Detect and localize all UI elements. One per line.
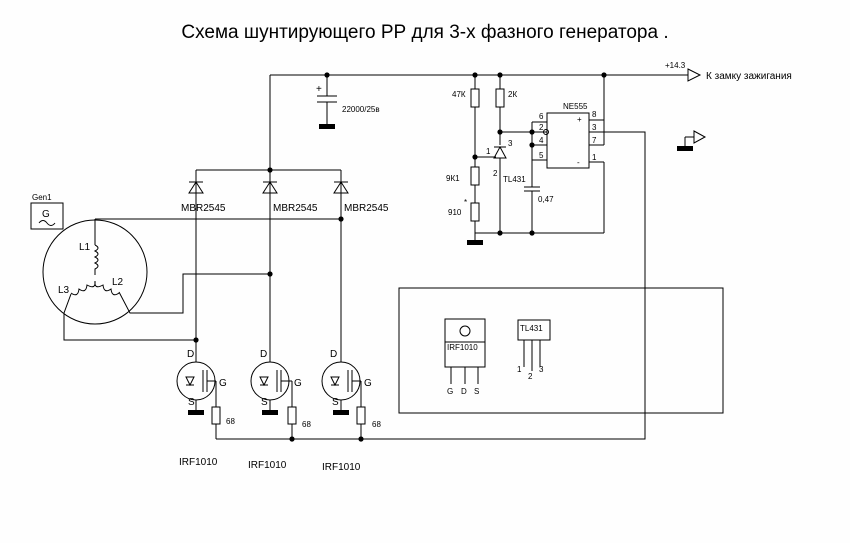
coil-l3-label: L3 — [58, 285, 70, 296]
tl-pin-3: 3 — [539, 365, 544, 374]
diode-1-label: MBR2545 — [181, 203, 226, 214]
ne555-pin7: 7 — [592, 136, 597, 145]
gate-resistor-3-label: 68 — [372, 420, 381, 429]
ne555-pin5: 5 — [539, 151, 544, 160]
mosfet-1-gate-label: G — [219, 378, 227, 389]
ground-connector-symbol — [677, 130, 707, 151]
ne555-label: NE555 — [563, 102, 588, 111]
diagram-title: Схема шунтирующего РР для 3-х фазного ге… — [181, 22, 669, 43]
irf1010-package: IRF1010 G D S — [444, 318, 486, 396]
generator-box-label: Gen1 — [32, 193, 52, 202]
generator-symbol: G — [42, 209, 50, 220]
tl-pin-2: 2 — [528, 372, 533, 381]
mosfet-3-gate-label: G — [364, 378, 372, 389]
tl431-pin1-label: 1 — [486, 147, 491, 156]
ne555-pin6: 6 — [539, 112, 544, 121]
ne555-ic: NE555 + - 6 2 4 5 8 3 7 1 — [500, 75, 605, 233]
diode-3 — [333, 181, 349, 194]
timer-capacitor-label: 0,47 — [538, 195, 554, 204]
capacitor-plus-sign: + — [316, 84, 322, 95]
mosfet-3-drain-label: D — [330, 349, 337, 360]
tl431-label: TL431 — [503, 175, 526, 184]
coil-l1-label: L1 — [79, 242, 91, 253]
ne555-pin3: 3 — [592, 123, 597, 132]
resistor-47k-label: 47К — [452, 90, 466, 99]
supply-voltage-label: +14.3 — [665, 61, 686, 70]
irf-pin-d: D — [461, 387, 467, 396]
mosfet-2: D G S IRF1010 — [248, 345, 302, 471]
diode-2-label: MBR2545 — [273, 203, 318, 214]
diode-2 — [262, 181, 278, 194]
main-capacitor: + 22000/25в — [316, 75, 380, 129]
gate-resistors: 68 68 68 — [211, 131, 646, 442]
generator: Gen1 G L1 L2 L3 — [30, 193, 341, 341]
tl431-package: TL431 1 2 3 — [517, 319, 551, 381]
resistor-9k1-label: 9К1 — [446, 174, 460, 183]
mosfet-1-part-label: IRF1010 — [179, 457, 218, 468]
capacitor-value-label: 22000/25в — [342, 105, 380, 114]
mosfet-2-source-label: S — [261, 397, 268, 408]
mosfet-1: D G S IRF1010 — [176, 345, 227, 468]
pinout-box: IRF1010 G D S TL431 1 2 3 — [398, 287, 724, 414]
mosfet-2-gate-label: G — [294, 378, 302, 389]
mosfet-1-drain-label: D — [187, 349, 194, 360]
mosfet-2-drain-label: D — [260, 349, 267, 360]
resistor-910-label: 910 — [448, 208, 462, 217]
mosfet-3-source-label: S — [332, 397, 339, 408]
gate-resistor-1-label: 68 — [226, 417, 235, 426]
tl-pin-1: 1 — [517, 365, 522, 374]
irf-pin-s: S — [474, 387, 479, 396]
ne555-pin2: 2 — [539, 123, 544, 132]
supply-rail: +14.3 К замку зажигания — [270, 61, 792, 82]
ne555-plus: + — [577, 115, 582, 124]
diode-bridge: MBR2545 MBR2545 MBR2545 — [181, 75, 389, 345]
ne555-pin1: 1 — [592, 153, 597, 162]
irf1010-package-label: IRF1010 — [447, 343, 478, 352]
tl431-pin2-label: 2 — [493, 169, 498, 178]
diode-3-label: MBR2545 — [344, 203, 389, 214]
mosfet-3: D G S IRF1010 — [321, 345, 372, 473]
resistor-910-mark: * — [464, 198, 467, 207]
control-circuit: 47К 9К1 910 * 2К 1 2 3 TL431 — [446, 75, 604, 245]
coil-l2-label: L2 — [112, 277, 124, 288]
ignition-label: К замку зажигания — [706, 71, 792, 82]
ne555-pin8: 8 — [592, 110, 597, 119]
mosfet-1-source-label: S — [188, 397, 195, 408]
mosfet-2-part-label: IRF1010 — [248, 460, 287, 471]
irf-pin-g: G — [447, 387, 453, 396]
mosfet-3-part-label: IRF1010 — [322, 462, 361, 473]
tl431-pin3-label: 3 — [508, 139, 513, 148]
gate-resistor-2-label: 68 — [302, 420, 311, 429]
tl431-package-label: TL431 — [520, 324, 543, 333]
tl431-symbol: 1 2 3 TL431 — [475, 139, 526, 233]
resistor-2k-label: 2К — [508, 90, 517, 99]
diode-1 — [188, 181, 204, 194]
ne555-pin4: 4 — [539, 136, 544, 145]
ne555-minus: - — [577, 158, 580, 167]
